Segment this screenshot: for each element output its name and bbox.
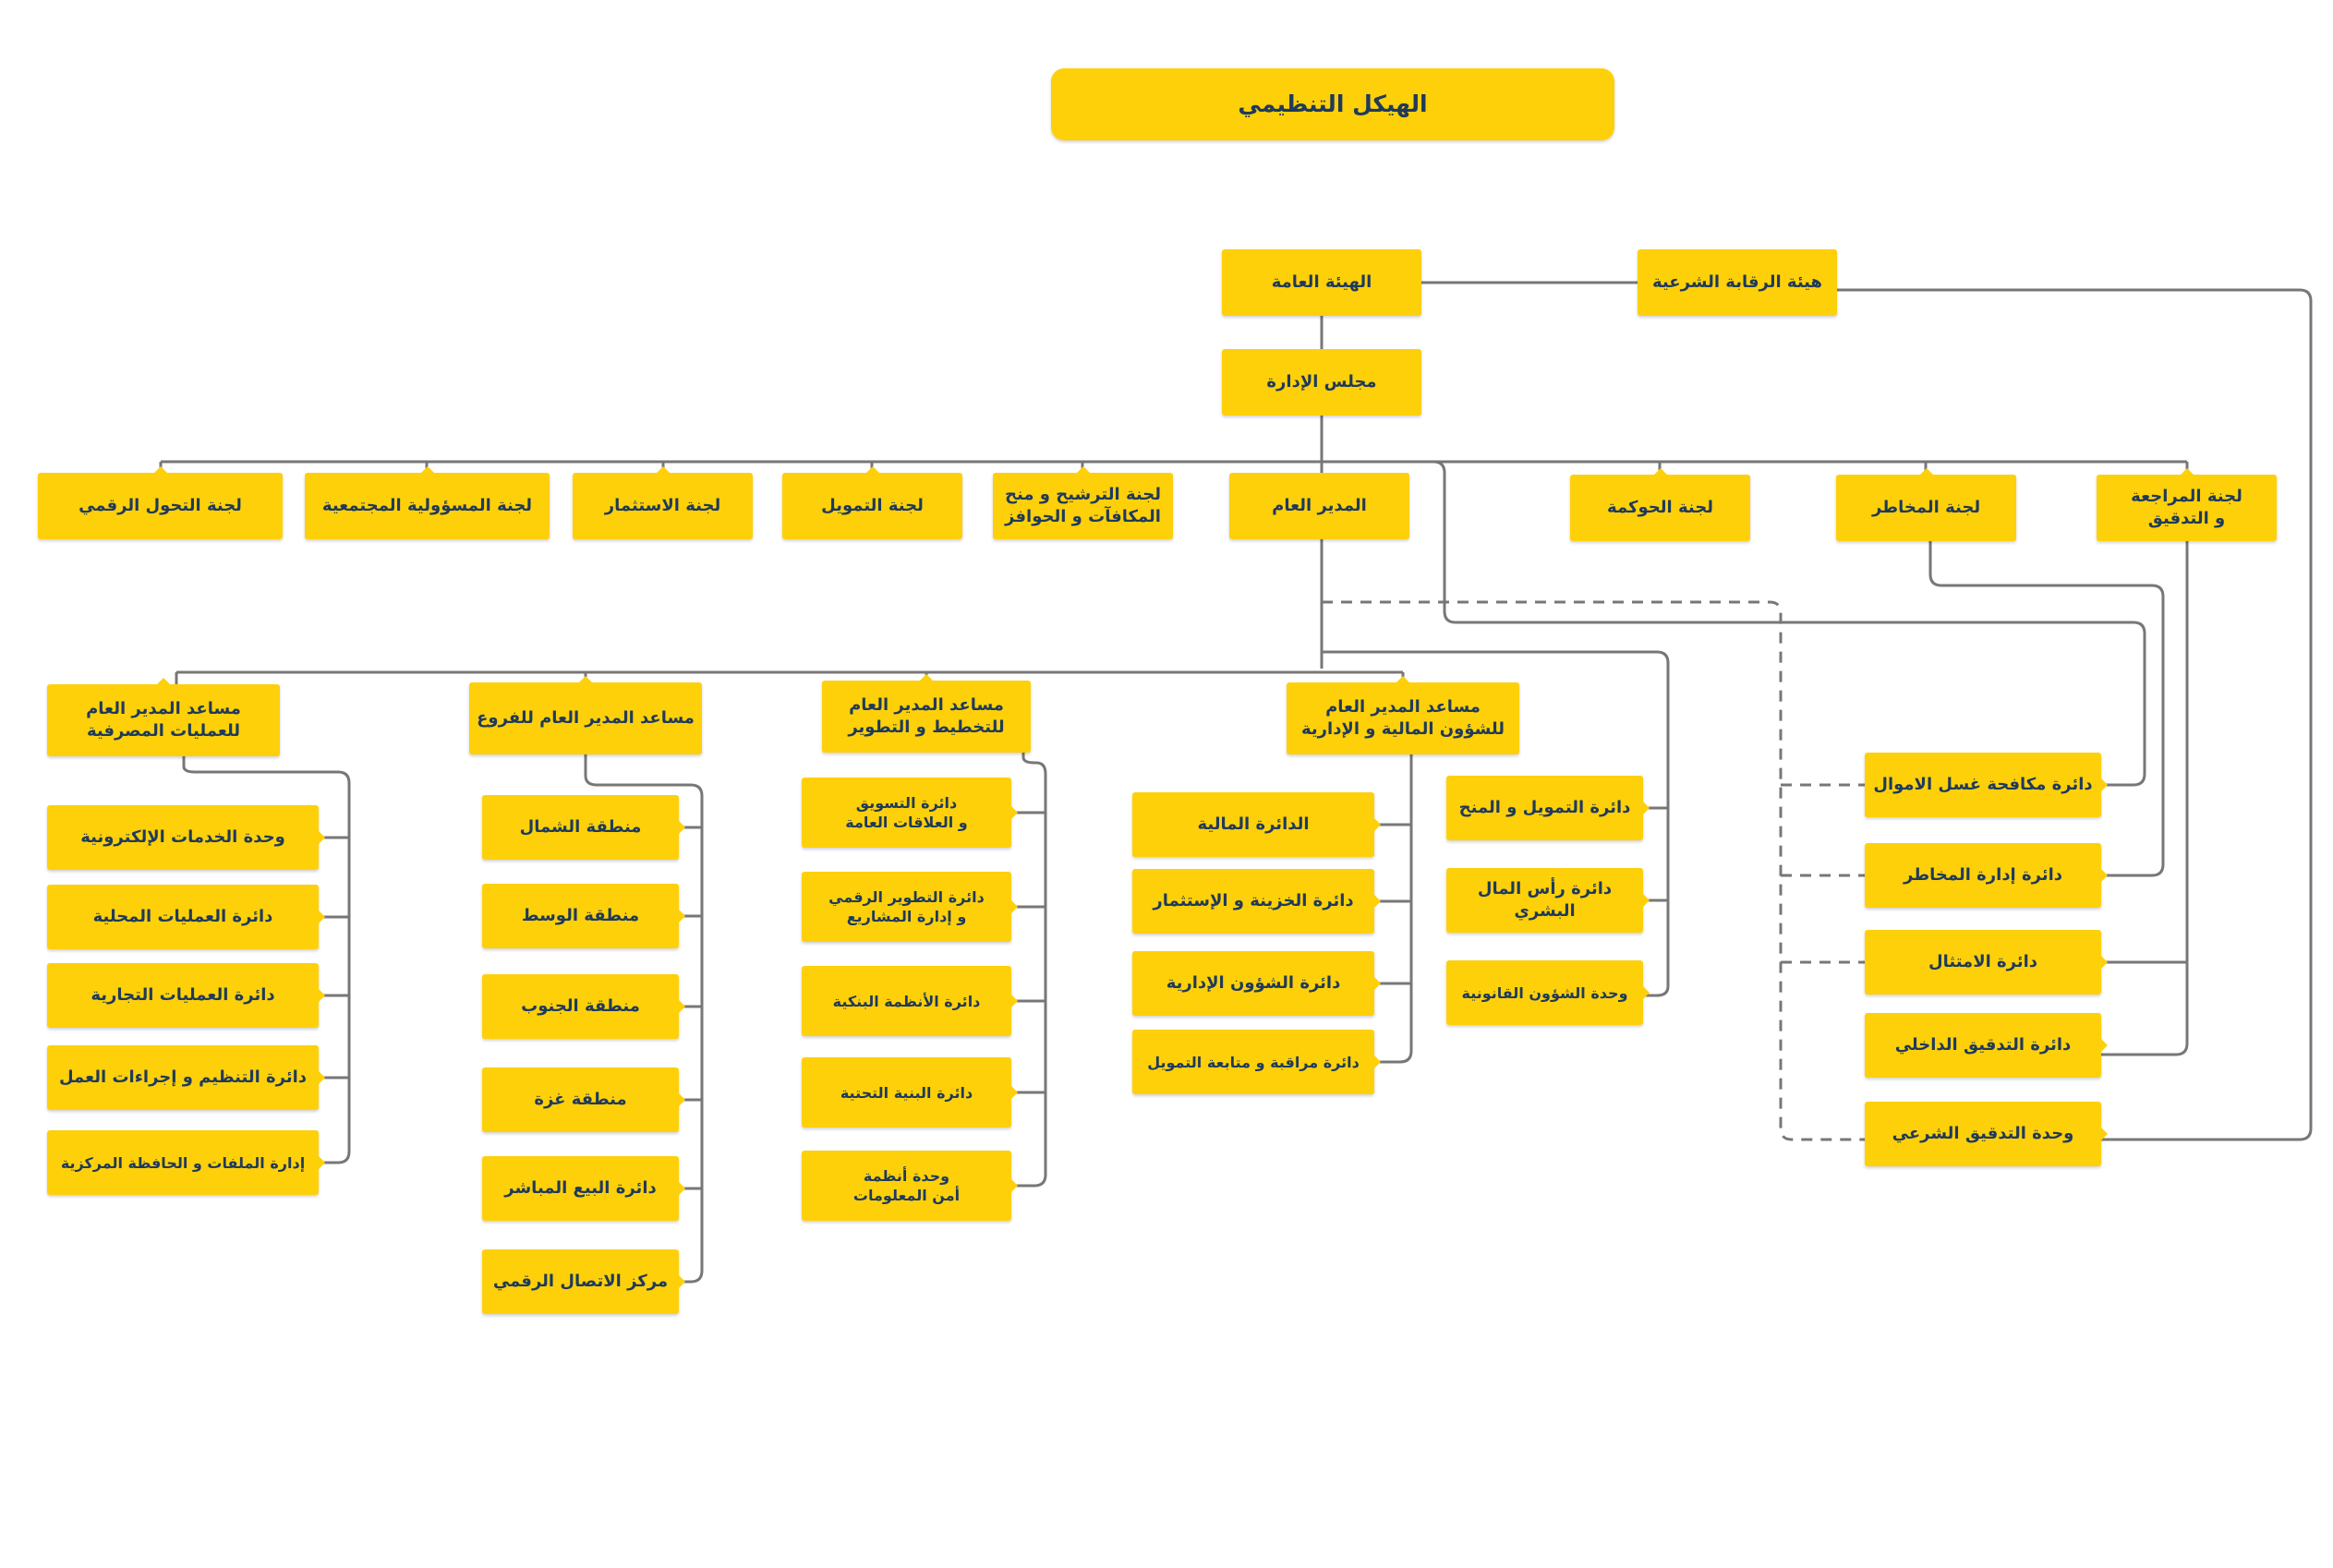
line-planning-column — [1011, 753, 1047, 1188]
control-unit-1: دائرة مكافحة غسل الاموال — [1865, 753, 2108, 817]
line-governance-aml — [1432, 460, 2146, 787]
committee-social: لجنة المسؤولية المجتمعية — [305, 466, 550, 539]
committee-nomination: لجنة الترشيح و منح المكافآت و الحوافز — [993, 466, 1173, 539]
chart-title: الهيكل التنظيمي — [1051, 68, 1614, 140]
finance-unit-3: دائرة الشؤون الإدارية — [1132, 951, 1381, 1016]
line-ceo-dashed — [1322, 600, 1865, 1141]
committee-investment: لجنة الاستثمار — [573, 466, 753, 539]
line-finance-column — [1374, 754, 1413, 1064]
banking-unit-1: وحدة الخدمات الإلكترونية — [47, 805, 325, 870]
banking-unit-2: دائرة العمليات المحلية — [47, 885, 325, 949]
planning-unit-5: وحدة أنظمة أمن المعلومات — [802, 1151, 1018, 1221]
branch-unit-2: منطقة الوسط — [482, 884, 685, 948]
branch-unit-6: مركز الاتصال الرقمي — [482, 1249, 685, 1314]
committee-risk: لجنة المخاطر — [1836, 468, 2016, 541]
line-sharia-to-audit — [1837, 288, 2313, 1141]
planning-unit-3: دائرة الأنظمة البنكية — [802, 966, 1018, 1036]
banking-unit-4: دائرة التنظيم و إجراءات العمل — [47, 1045, 325, 1110]
branch-unit-3: منطقة الجنوب — [482, 974, 685, 1039]
line-banking-column — [182, 756, 351, 1164]
ceo-unit-2: دائرة رأس المال البشري — [1446, 868, 1650, 933]
branch-unit-1: منطقة الشمال — [482, 795, 685, 860]
control-unit-5: وحدة التدقيق الشرعي — [1865, 1102, 2108, 1166]
line-ceo-direct-branches — [1643, 806, 1668, 902]
assistant-banking-ops: مساعد المدير العام للعمليات المصرفية — [47, 678, 280, 756]
line-risk-unit — [1928, 541, 2165, 877]
sharia-board-box: هيئة الرقابة الشرعية — [1638, 249, 1837, 316]
control-unit-4: دائرة التدقيق الداخلي — [1865, 1013, 2108, 1078]
committee-digital: لجنة التحول الرقمي — [38, 466, 283, 539]
committee-financing: لجنة التمويل — [782, 466, 962, 539]
assistant-branches: مساعد المدير العام للفروع — [469, 676, 702, 754]
general-assembly-box: الهيئة العامة — [1222, 249, 1421, 316]
banking-unit-5: إدارة الملفات و الحافظة المركزية — [47, 1130, 325, 1195]
committee-audit: لجنة المراجعة و التدقيق — [2097, 468, 2277, 541]
line-audit-units — [2101, 541, 2189, 1056]
finance-unit-1: الدائرة المالية — [1132, 792, 1381, 857]
ceo-unit-1: دائرة التمويل و المنح — [1446, 776, 1650, 840]
finance-unit-2: دائرة الخزينة و الإستثمار — [1132, 869, 1381, 934]
assistant-finance-admin: مساعد المدير العام للشؤون المالية و الإد… — [1287, 676, 1519, 754]
finance-unit-4: دائرة مراقبة و متابعة التمويل — [1132, 1030, 1381, 1094]
line-branches-column — [584, 754, 704, 1284]
control-unit-2: دائرة إدارة المخاطر — [1865, 843, 2108, 908]
banking-unit-3: دائرة العمليات التجارية — [47, 963, 325, 1028]
line-ceo-direct — [1322, 650, 1670, 997]
assistant-planning: مساعد المدير العام للتخطيط و التطوير — [822, 674, 1031, 753]
committee-governance: لجنة الحوكمة — [1570, 468, 1750, 541]
branch-unit-4: منطقة غزة — [482, 1067, 685, 1132]
planning-unit-1: دائرة التسويق و العلاقات العامة — [802, 778, 1018, 848]
control-unit-3: دائرة الامتثال — [1865, 930, 2108, 995]
board-box: مجلس الإدارة — [1222, 349, 1421, 416]
planning-unit-2: دائرة التطوير الرقمي و إدارة المشاريع — [802, 872, 1018, 942]
ceo-unit-3: وحدة الشؤون القانونية — [1446, 960, 1650, 1025]
branch-unit-5: دائرة البيع المباشر — [482, 1156, 685, 1221]
line-ceo-dashed-branches — [1781, 783, 1865, 964]
planning-unit-4: دائرة البنية التحتية — [802, 1057, 1018, 1128]
ceo-box: المدير العام — [1229, 473, 1409, 539]
